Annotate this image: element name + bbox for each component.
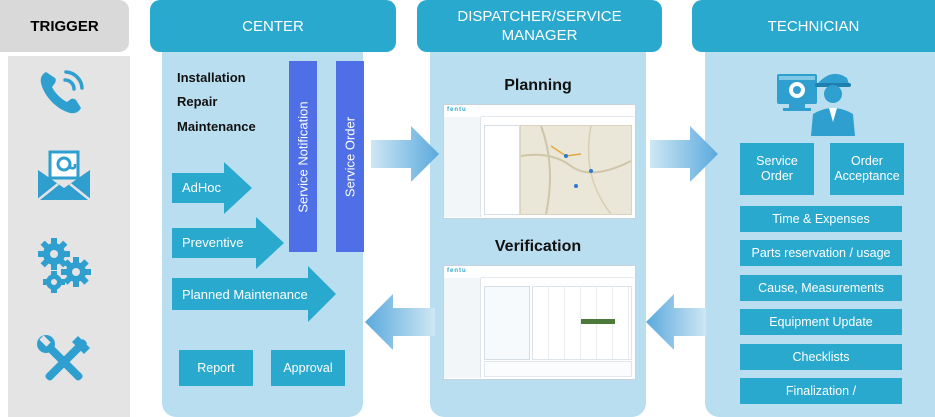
technician-to-dispatcher-arrow xyxy=(646,294,706,350)
adhoc-label: AdHoc xyxy=(182,180,222,195)
gears-icon xyxy=(34,238,94,296)
planned-maintenance-label: Planned Maintenance xyxy=(182,287,308,302)
service-notification-bar: Service Notification xyxy=(289,61,317,252)
order-acceptance-box-line2: Acceptance xyxy=(834,169,900,183)
technician-title: TECHNICIAN xyxy=(767,17,860,35)
tools-icon xyxy=(36,334,92,390)
calendar-view xyxy=(532,286,632,360)
verification-screenshot: fentu xyxy=(443,265,636,380)
order-acceptance-box[interactable]: Order Acceptance xyxy=(830,143,904,195)
email-icon xyxy=(36,148,92,204)
dispatcher-header: DISPATCHER/SERVICE MANAGER xyxy=(417,0,662,52)
service-order-bar: Service Order xyxy=(336,61,364,252)
verification-label: Verification xyxy=(494,238,582,255)
app-sidebar-2 xyxy=(444,278,481,378)
work-type-installation: Installation xyxy=(177,70,246,85)
preventive-label: Preventive xyxy=(182,235,244,250)
app-logo-2: fentu xyxy=(447,268,467,274)
dispatcher-to-center-arrow xyxy=(365,294,435,350)
work-type-maintenance: Maintenance xyxy=(177,119,256,134)
calendar-event xyxy=(581,319,615,324)
preventive-arrow: Preventive xyxy=(172,217,284,269)
report-button[interactable]: Report xyxy=(179,350,253,386)
app-topbar xyxy=(481,105,634,117)
phone-icon xyxy=(36,66,88,118)
app-sidebar xyxy=(444,117,481,217)
trigger-header: TRIGGER xyxy=(0,0,129,52)
planned-maintenance-arrow: Planned Maintenance xyxy=(172,266,336,322)
dispatcher-title-line2: MANAGER xyxy=(501,27,578,44)
service-order-box[interactable]: Service Order xyxy=(740,143,814,195)
service-notification-label: Service Notification xyxy=(295,100,311,213)
planning-screenshot: fentu xyxy=(443,104,636,219)
map-view xyxy=(520,125,632,215)
order-details-panel xyxy=(484,286,530,360)
technician-header: TECHNICIAN xyxy=(692,0,935,52)
cause-measurements-item[interactable]: Cause, Measurements xyxy=(740,275,902,301)
service-order-box-line2: Order xyxy=(761,169,793,183)
app-topbar-2 xyxy=(481,266,634,278)
service-order-label: Service Order xyxy=(342,116,358,197)
app-logo: fentu xyxy=(447,107,467,113)
trigger-title: TRIGGER xyxy=(30,17,99,35)
checklists-item[interactable]: Checklists xyxy=(740,344,902,370)
time-expenses-item[interactable]: Time & Expenses xyxy=(740,206,902,232)
adhoc-arrow: AdHoc xyxy=(172,162,252,214)
center-title: CENTER xyxy=(242,17,304,35)
parts-reservation-item[interactable]: Parts reservation / usage xyxy=(740,240,902,266)
equipment-update-item[interactable]: Equipment Update xyxy=(740,309,902,335)
center-to-dispatcher-arrow xyxy=(371,126,439,182)
dispatcher-title-line1: DISPATCHER/SERVICE xyxy=(457,8,622,25)
footer-table xyxy=(484,361,632,377)
service-order-box-line1: Service xyxy=(756,154,798,168)
order-acceptance-box-line1: Order xyxy=(851,154,883,168)
technician-icon xyxy=(775,68,857,136)
planning-label: Planning xyxy=(504,77,572,94)
finalization-item[interactable]: Finalization / xyxy=(740,378,902,404)
order-list-panel xyxy=(484,125,520,215)
work-type-repair: Repair xyxy=(177,94,218,109)
approval-button[interactable]: Approval xyxy=(271,350,345,386)
center-header: CENTER xyxy=(150,0,396,52)
dispatcher-to-technician-arrow xyxy=(650,126,718,182)
